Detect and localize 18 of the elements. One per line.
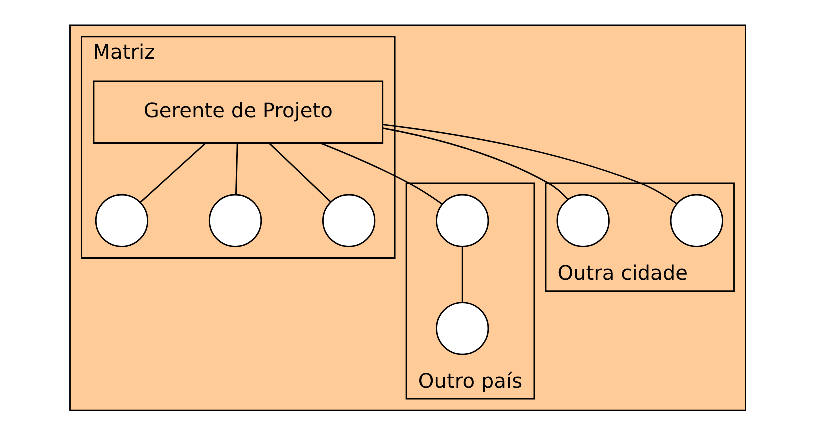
connector: [382, 124, 678, 205]
node-box: Gerente de Projeto: [92, 80, 384, 144]
node-circle: [94, 194, 148, 248]
cluster: Outra cidade: [544, 182, 734, 292]
node-circle: [322, 194, 376, 248]
connector: [461, 247, 463, 303]
cluster: [69, 24, 746, 412]
node-circle: [556, 194, 610, 248]
connector: [320, 142, 442, 205]
connector: [234, 144, 238, 195]
node-circle: [436, 302, 489, 356]
node-circle: [436, 194, 489, 248]
connector: [382, 128, 568, 200]
node-circle: [208, 194, 262, 248]
connector: [268, 143, 331, 202]
node-circle: [670, 194, 723, 248]
connector: [140, 143, 206, 204]
cluster: Outro país: [405, 182, 535, 400]
